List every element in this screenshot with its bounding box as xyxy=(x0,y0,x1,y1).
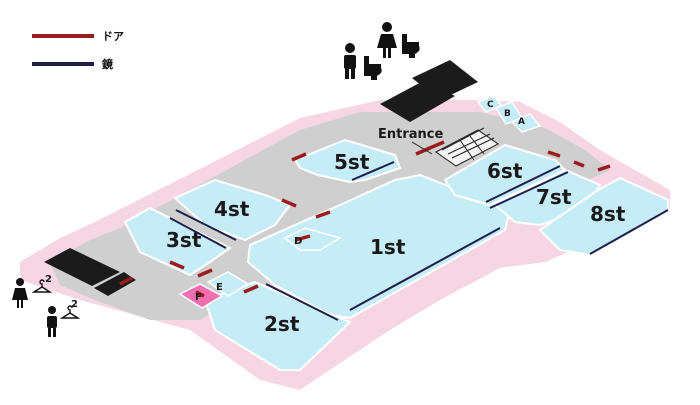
spot-label-c: C xyxy=(487,100,494,110)
legend-row-mirror: 鏡 xyxy=(32,54,124,74)
female-toilet-icon xyxy=(12,278,28,308)
legend: ドア 鏡 xyxy=(32,26,124,82)
booth-d[interactable] xyxy=(283,227,342,251)
male-toilet-icon xyxy=(47,306,57,337)
room-label-3st: 3st xyxy=(166,228,202,252)
room-8st[interactable] xyxy=(538,176,669,257)
booth-a[interactable] xyxy=(510,113,542,133)
stairs-icon xyxy=(435,127,499,167)
fitting-count-lower: 2 xyxy=(71,299,78,310)
mirror-markers xyxy=(169,161,669,321)
restroom-lower-bottom[interactable] xyxy=(94,272,136,296)
spot-label-e: E xyxy=(216,282,223,293)
room-2st[interactable] xyxy=(203,280,352,371)
male-toilet-icon xyxy=(344,43,356,79)
room-label-5st: 5st xyxy=(334,150,370,174)
room-label-7st: 7st xyxy=(536,185,572,209)
room-label-8st: 8st xyxy=(590,202,626,226)
door-markers xyxy=(119,140,611,298)
entrance-pointer xyxy=(411,141,433,155)
spot-label-f: F xyxy=(195,292,202,303)
legend-door-swatch xyxy=(32,34,94,38)
restroom-upper-right[interactable] xyxy=(412,60,478,100)
hanger-icon xyxy=(59,305,81,319)
room-label-1st: 1st xyxy=(370,235,406,259)
toilet-bowl-icon xyxy=(402,34,420,58)
room-label-4st: 4st xyxy=(214,197,250,221)
legend-mirror-label: 鏡 xyxy=(102,58,113,71)
legend-row-door: ドア xyxy=(32,26,124,46)
room-3st[interactable] xyxy=(123,206,232,277)
restroom-lower-top[interactable] xyxy=(44,248,120,286)
booth-e[interactable] xyxy=(206,271,250,297)
room-1st[interactable] xyxy=(246,173,512,320)
fitting-count-upper: 2 xyxy=(45,274,52,285)
spot-label-d: D xyxy=(294,236,302,247)
room-label-6st: 6st xyxy=(487,159,523,183)
legend-mirror-swatch xyxy=(32,62,94,66)
entrance-label: Entrance xyxy=(378,127,443,142)
room-label-2st: 2st xyxy=(264,312,300,336)
legend-door-label: ドア xyxy=(102,30,124,43)
toilet-bowl-icon xyxy=(364,56,382,80)
spot-label-a: A xyxy=(518,117,525,127)
female-toilet-icon xyxy=(377,22,397,58)
hanger-icon xyxy=(31,279,53,293)
spot-label-b: B xyxy=(504,109,511,119)
